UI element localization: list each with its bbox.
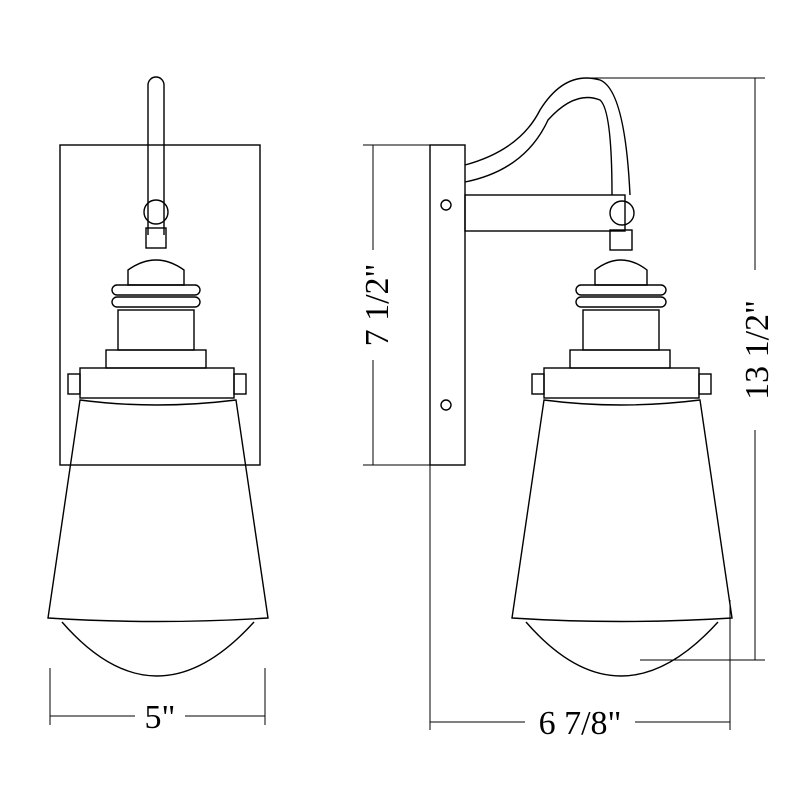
front-view <box>47 76 269 677</box>
width-label: 5" <box>145 699 176 736</box>
extension-label: 6 7/8" <box>539 705 622 742</box>
front-backplate <box>59 144 261 466</box>
front-arm <box>147 76 165 235</box>
front-socket <box>127 259 185 286</box>
dimension-lines <box>49 77 765 730</box>
front-swivel <box>143 199 169 225</box>
side-backplate <box>429 144 466 466</box>
front-shade <box>47 399 269 623</box>
front-bulb <box>61 621 255 677</box>
backplate-height-label: 7 1/2" <box>359 264 396 347</box>
side-view <box>429 77 733 677</box>
side-shade <box>511 399 733 623</box>
total-height-label: 13 1/2" <box>739 300 776 400</box>
side-arm <box>464 77 631 196</box>
